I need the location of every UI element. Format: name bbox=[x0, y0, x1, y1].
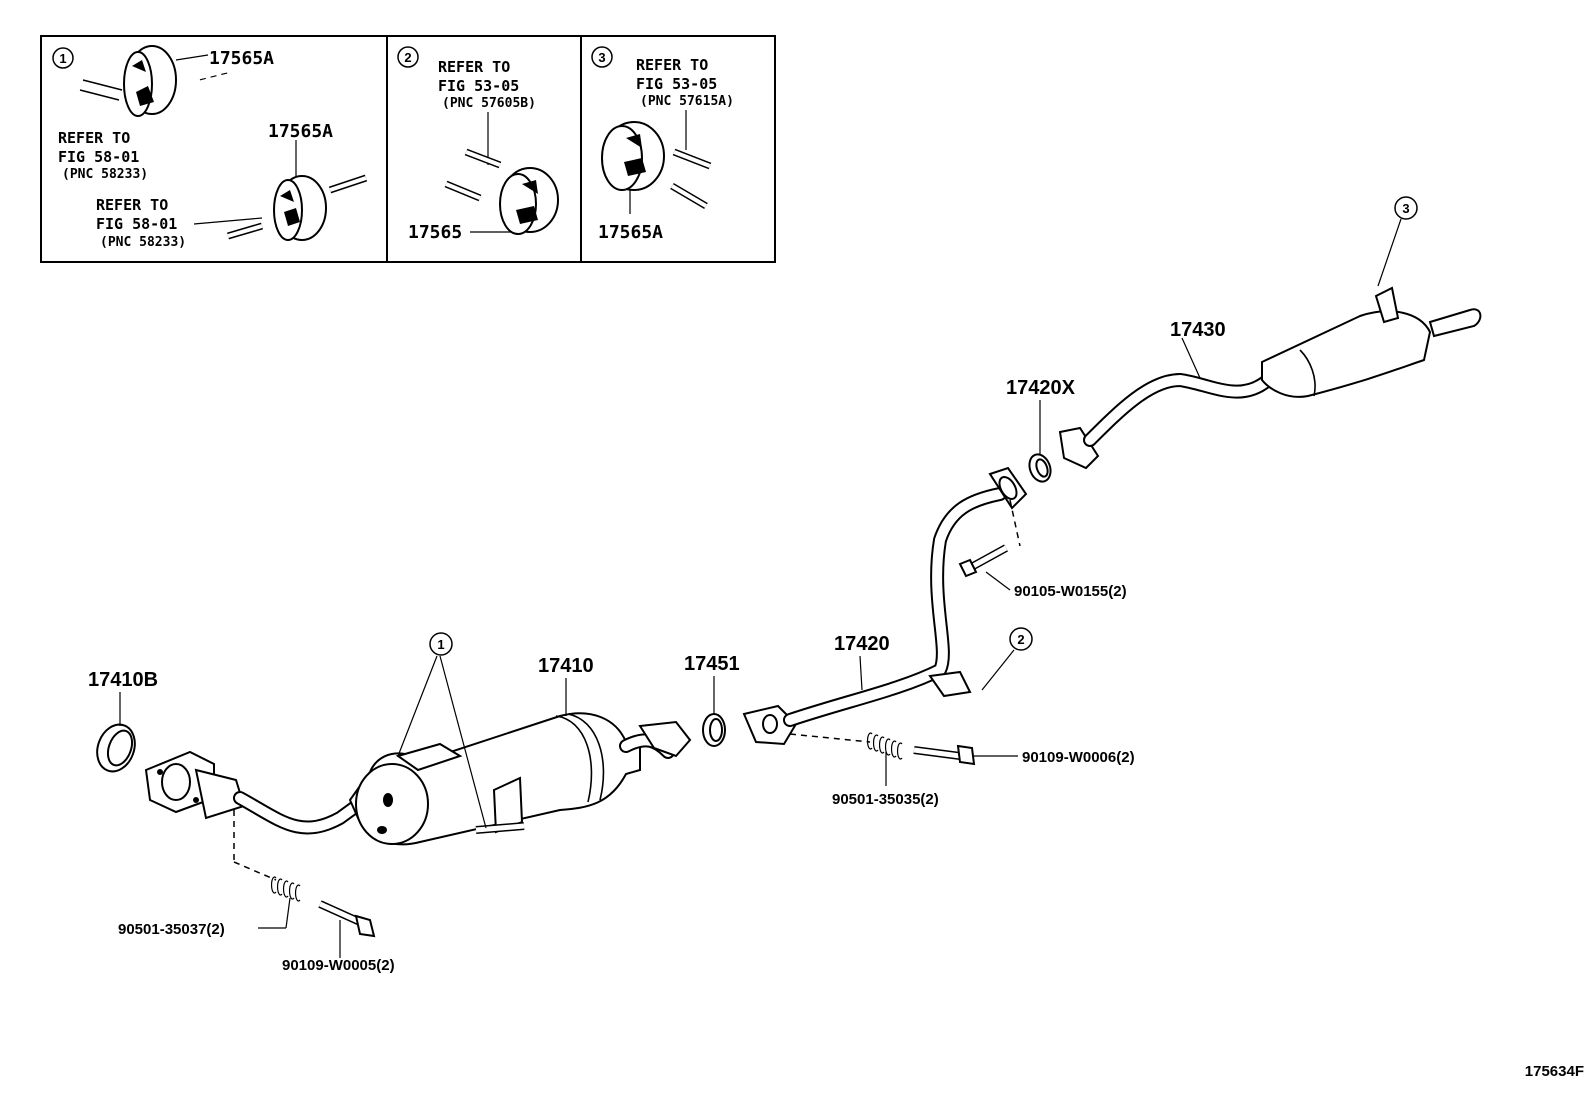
callout-3 bbox=[1377, 196, 1418, 287]
callout-3-label: 3 bbox=[1402, 201, 1409, 216]
callout-1 bbox=[397, 632, 487, 829]
label-90501-35037: 90501-35037(2) bbox=[118, 921, 225, 938]
inset-1: 1 17565A REFER TO FIG 58-01 (PNC 58233) bbox=[52, 45, 368, 250]
inset-3: 3 REFER TO FIG 53-05 (PNC 57615A) 17565A bbox=[591, 46, 734, 243]
spring-90501-35035 bbox=[789, 732, 903, 786]
inset-2-ref-line2: FIG 53-05 bbox=[438, 77, 519, 95]
callout-2-label: 2 bbox=[1017, 632, 1024, 647]
inset-1-ref-b-line3: (PNC 58233) bbox=[100, 235, 186, 250]
inset-1-ref-a-line2: FIG 58-01 bbox=[58, 148, 139, 166]
inset-3-index-marker bbox=[591, 46, 613, 68]
label-17420X: 17420X bbox=[1006, 377, 1076, 399]
spring-90501-35037 bbox=[233, 810, 301, 929]
callout-1-label: 1 bbox=[437, 637, 444, 652]
label-90109-W0005: 90109-W0005(2) bbox=[282, 957, 395, 974]
inset-1-part-label-top: 17565A bbox=[209, 48, 274, 69]
inset-1-ref-b-line1: REFER TO bbox=[96, 196, 168, 214]
callout-2 bbox=[981, 627, 1033, 691]
inset-2-index-marker bbox=[397, 46, 419, 68]
hanger-17565A-bottom bbox=[193, 140, 368, 241]
inset-1-part-label-bottom: 17565A bbox=[268, 121, 333, 142]
inset-1-ref-a-line1: REFER TO bbox=[58, 129, 130, 147]
front-pipe-17410 bbox=[144, 750, 369, 835]
inset-1-index: 1 bbox=[59, 51, 66, 66]
inset-3-ref-line2: FIG 53-05 bbox=[636, 75, 717, 93]
label-90501-35035: 90501-35035(2) bbox=[832, 791, 939, 808]
label-90105-W0155: 90105-W0155(2) bbox=[1014, 583, 1127, 600]
inset-2-part-label: 17565 bbox=[408, 222, 462, 243]
inset-3-index: 3 bbox=[598, 50, 605, 65]
gasket-17420X bbox=[1028, 400, 1052, 483]
center-pipe-17420 bbox=[742, 466, 1028, 746]
label-17420: 17420 bbox=[834, 633, 890, 655]
label-17430: 17430 bbox=[1170, 319, 1226, 341]
hanger-17565A-inset3 bbox=[601, 110, 712, 214]
bolt-90105-W0155 bbox=[958, 499, 1021, 591]
inset-2-ref-line1: REFER TO bbox=[438, 58, 510, 76]
inset-1-ref-b-line2: FIG 58-01 bbox=[96, 215, 177, 233]
label-17451: 17451 bbox=[684, 653, 740, 675]
hanger-17565 bbox=[444, 112, 559, 235]
label-90109-W0006: 90109-W0006(2) bbox=[1022, 749, 1135, 766]
inset-3-part-label: 17565A bbox=[598, 222, 663, 243]
gasket-17451 bbox=[702, 676, 726, 747]
inset-2-index: 2 bbox=[404, 50, 411, 65]
hanger-17565A-top bbox=[79, 45, 233, 117]
inset-3-ref-line3: (PNC 57615A) bbox=[640, 94, 734, 109]
bolt-90109-W0005 bbox=[318, 900, 376, 958]
inset-2: 2 REFER TO FIG 53-05 (PNC 57605B) 17565 bbox=[397, 46, 559, 243]
inset-1-ref-a-line3: (PNC 58233) bbox=[62, 167, 148, 182]
inset-1-index-marker bbox=[52, 47, 74, 69]
catalytic-converter-17410 bbox=[348, 678, 692, 846]
label-17410B: 17410B bbox=[88, 669, 158, 691]
bolt-90109-W0006 bbox=[913, 744, 1018, 766]
label-17410: 17410 bbox=[538, 655, 594, 677]
figure-id: 175634F bbox=[1525, 1063, 1584, 1080]
inset-3-ref-line1: REFER TO bbox=[636, 56, 708, 74]
gasket-17410B bbox=[96, 692, 136, 773]
tail-muffler-17430 bbox=[1058, 286, 1482, 470]
inset-2-ref-line3: (PNC 57605B) bbox=[442, 96, 536, 111]
